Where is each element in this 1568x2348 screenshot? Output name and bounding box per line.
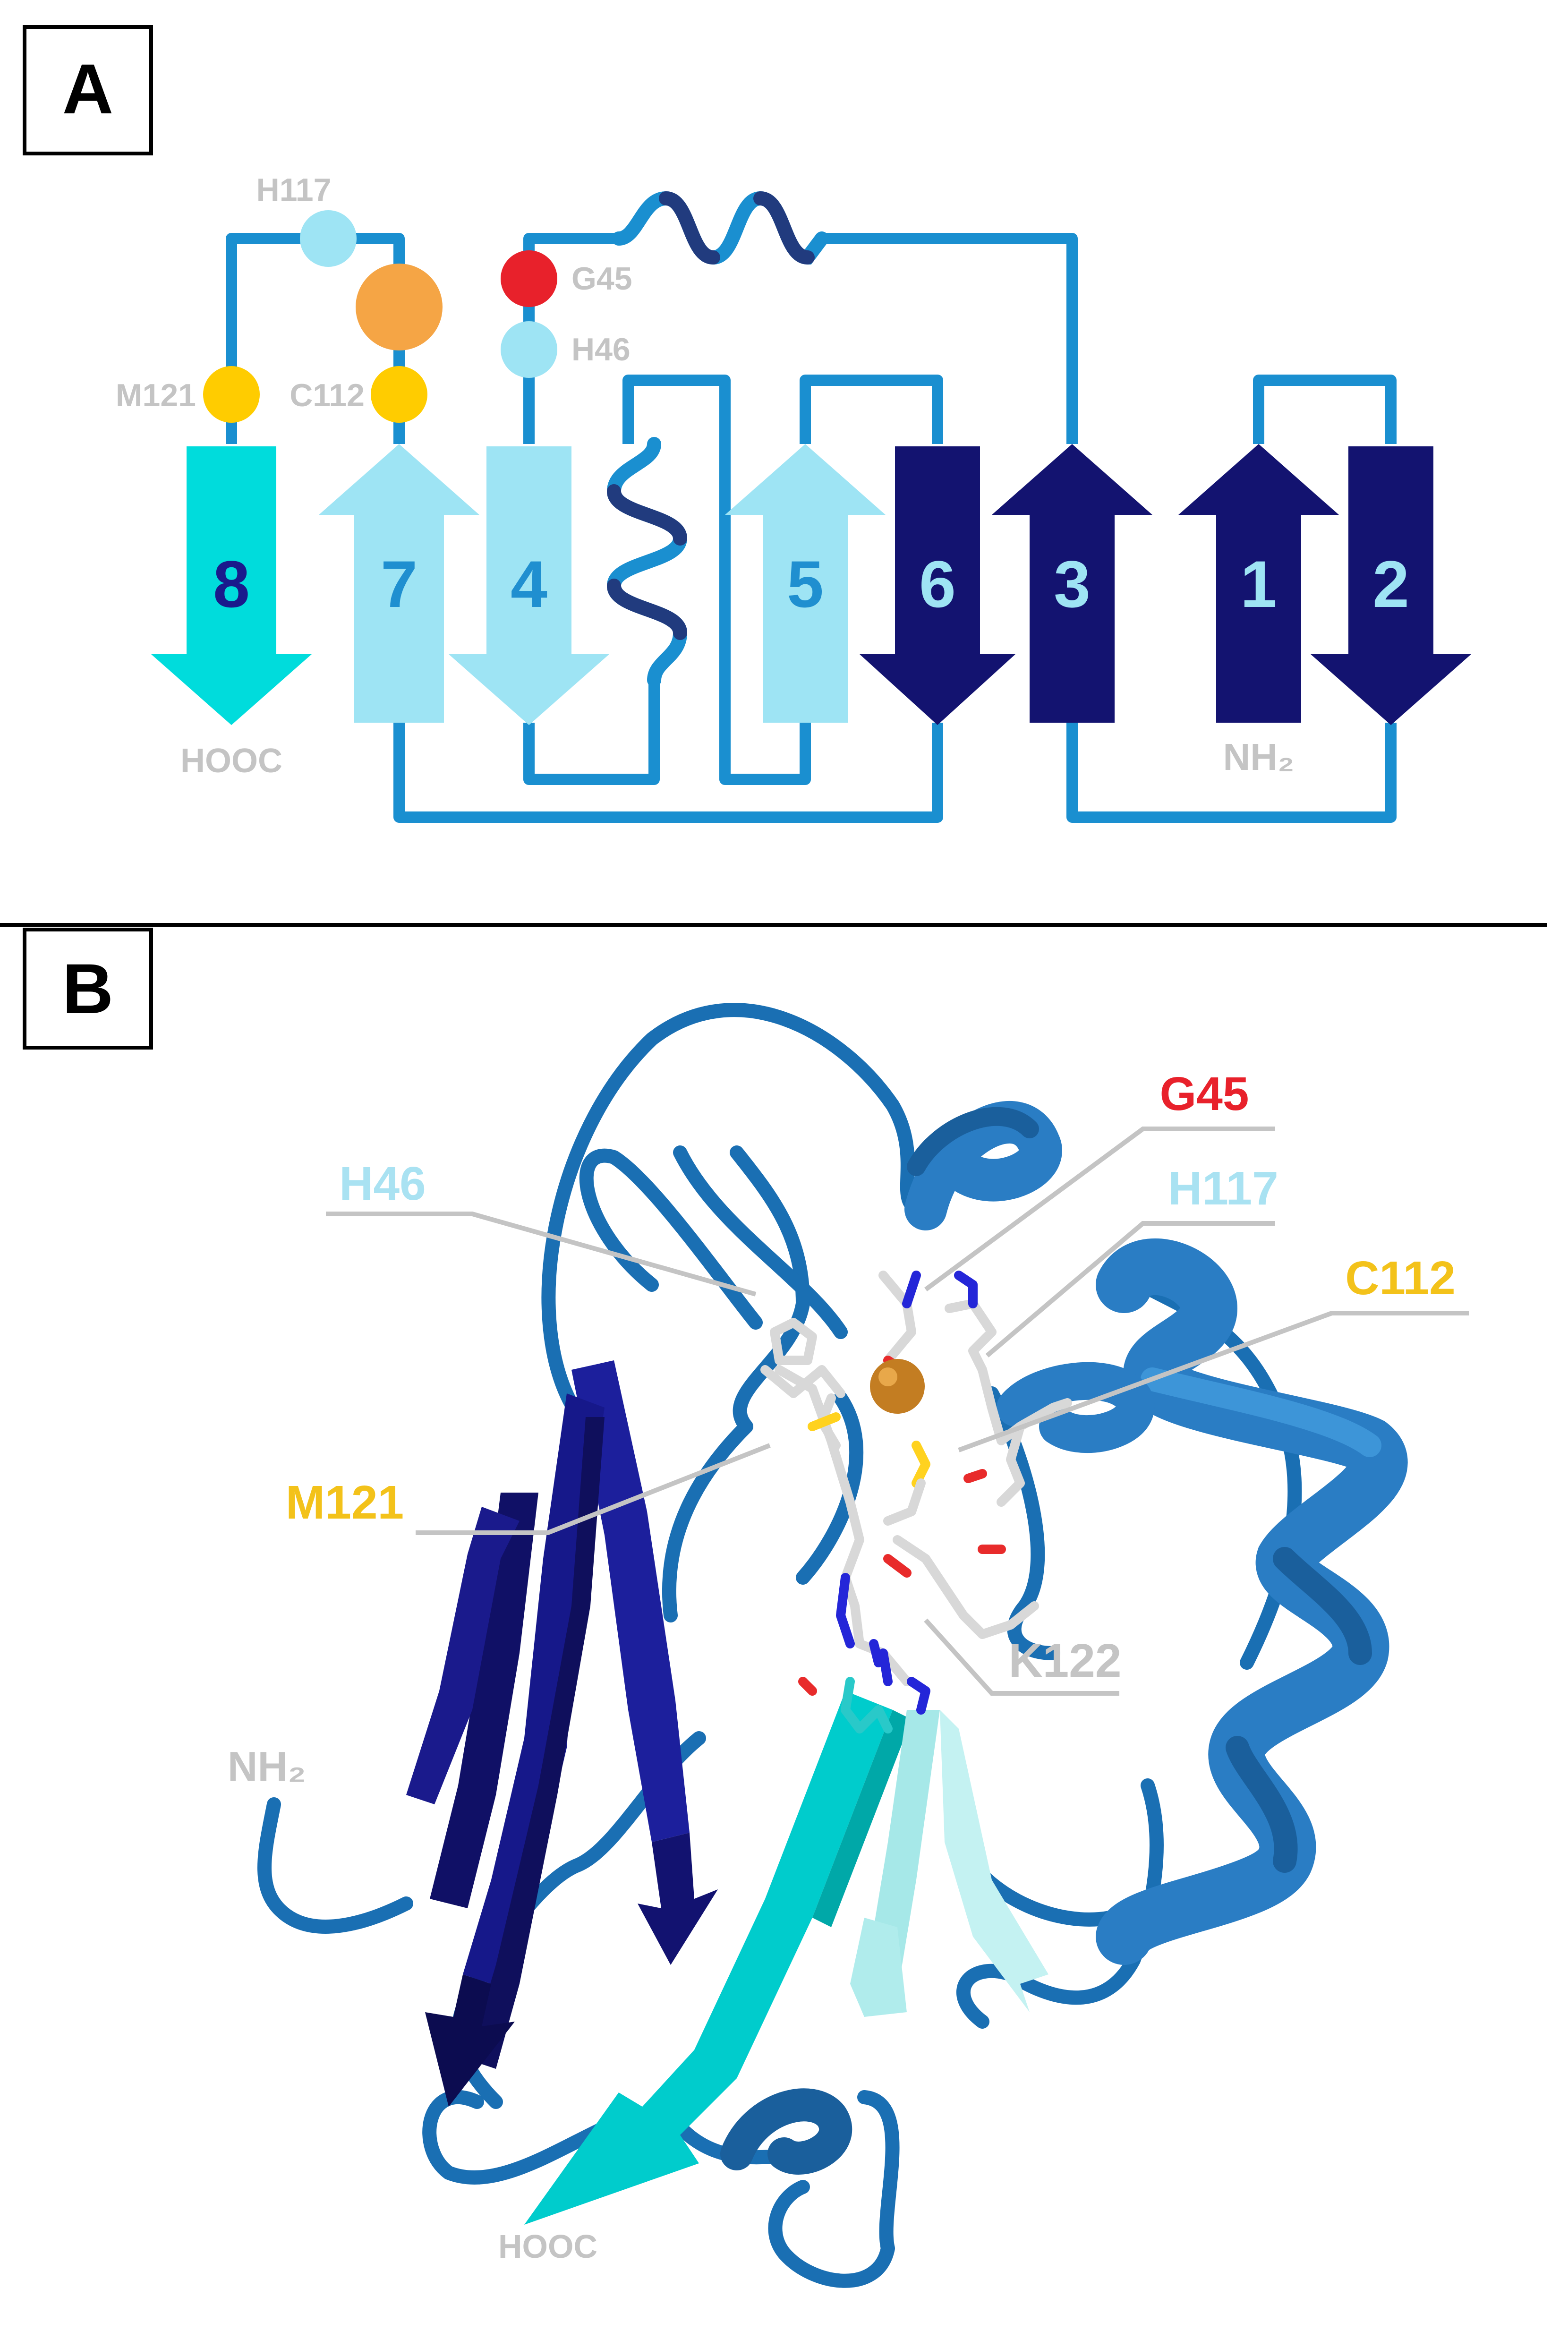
h117-label: H117 [256,172,332,208]
k122-label-b: K122 [1008,1634,1121,1687]
strand-5-number: 5 [787,547,824,621]
leader-lines [326,1127,1469,1696]
h117-label-b: H117 [1168,1162,1278,1215]
c112-circle [371,366,427,423]
g45-circle [501,250,557,307]
strand-5: 5 [725,444,886,723]
strand-6: 6 [860,446,1015,725]
copper-ion-highlight [878,1367,897,1386]
strand-1-number: 1 [1240,547,1277,621]
dark-beta-sheet [406,1360,718,2107]
m121-label: M121 [116,377,196,413]
loop-1-to-2-top [1253,375,1397,444]
loop-3-bottom-to-2 [1066,723,1397,823]
n-terminus-label-b: NH₂ [228,1743,306,1790]
copper-ion [356,264,443,350]
vertical-helix [606,437,688,687]
panel-a-label-box [23,25,153,155]
pale-strands [850,1710,1048,2017]
h117-circle [300,210,357,267]
g45-label-b: G45 [1159,1067,1249,1120]
strand-6-number: 6 [919,547,956,621]
loop-7-bottom-to-6 [393,723,943,823]
copper-ion-b [870,1359,925,1414]
panel-b-label-box [23,928,153,1050]
strand-2-number: 2 [1372,547,1409,621]
cyan-strand [524,1691,912,2225]
backbone-loops [257,1003,1302,2288]
strand-3: 3 [992,444,1152,723]
strand-7: 7 [319,444,479,723]
panel-a-label: A [62,49,113,128]
h46-label: H46 [571,332,631,367]
right-long-helix [1096,1238,1408,1965]
strand-4: 4 [449,446,609,725]
g45-label: G45 [571,261,632,297]
m121-circle [203,366,260,423]
strand-8: 8 [151,446,312,725]
loop-5-to-6 [800,375,943,444]
panel-b: B [23,928,1469,2288]
strand-7-number: 7 [381,547,418,621]
bottom-small-helix [720,2088,852,2175]
strand-4-number: 4 [511,547,547,621]
top-right-helix [904,1101,1062,1230]
strand-2: 2 [1311,446,1471,725]
c-terminus-label-a: HOOC [180,742,282,780]
c112-label-b: C112 [1345,1252,1456,1305]
n-terminus-label-a: NH₂ [1223,736,1294,778]
c-terminus-label-b: HOOC [498,2228,597,2265]
strand-1: 1 [1178,444,1339,723]
strand-8-number: 8 [213,547,250,621]
mid-right-helix [997,1362,1155,1453]
loop-helix-to-5 [622,375,811,785]
panel-b-label: B [62,949,113,1028]
h46-label-b: H46 [339,1157,426,1210]
active-site-sticks [760,1271,1072,1733]
m121-label-b: M121 [286,1476,404,1529]
loop-4-bottom-to-helix [523,680,660,785]
top-helix [612,191,829,265]
strand-3-number: 3 [1054,547,1091,621]
c112-label: C112 [290,377,365,413]
panel-a: A 8 7 [23,25,1471,823]
h46-circle [501,321,557,378]
